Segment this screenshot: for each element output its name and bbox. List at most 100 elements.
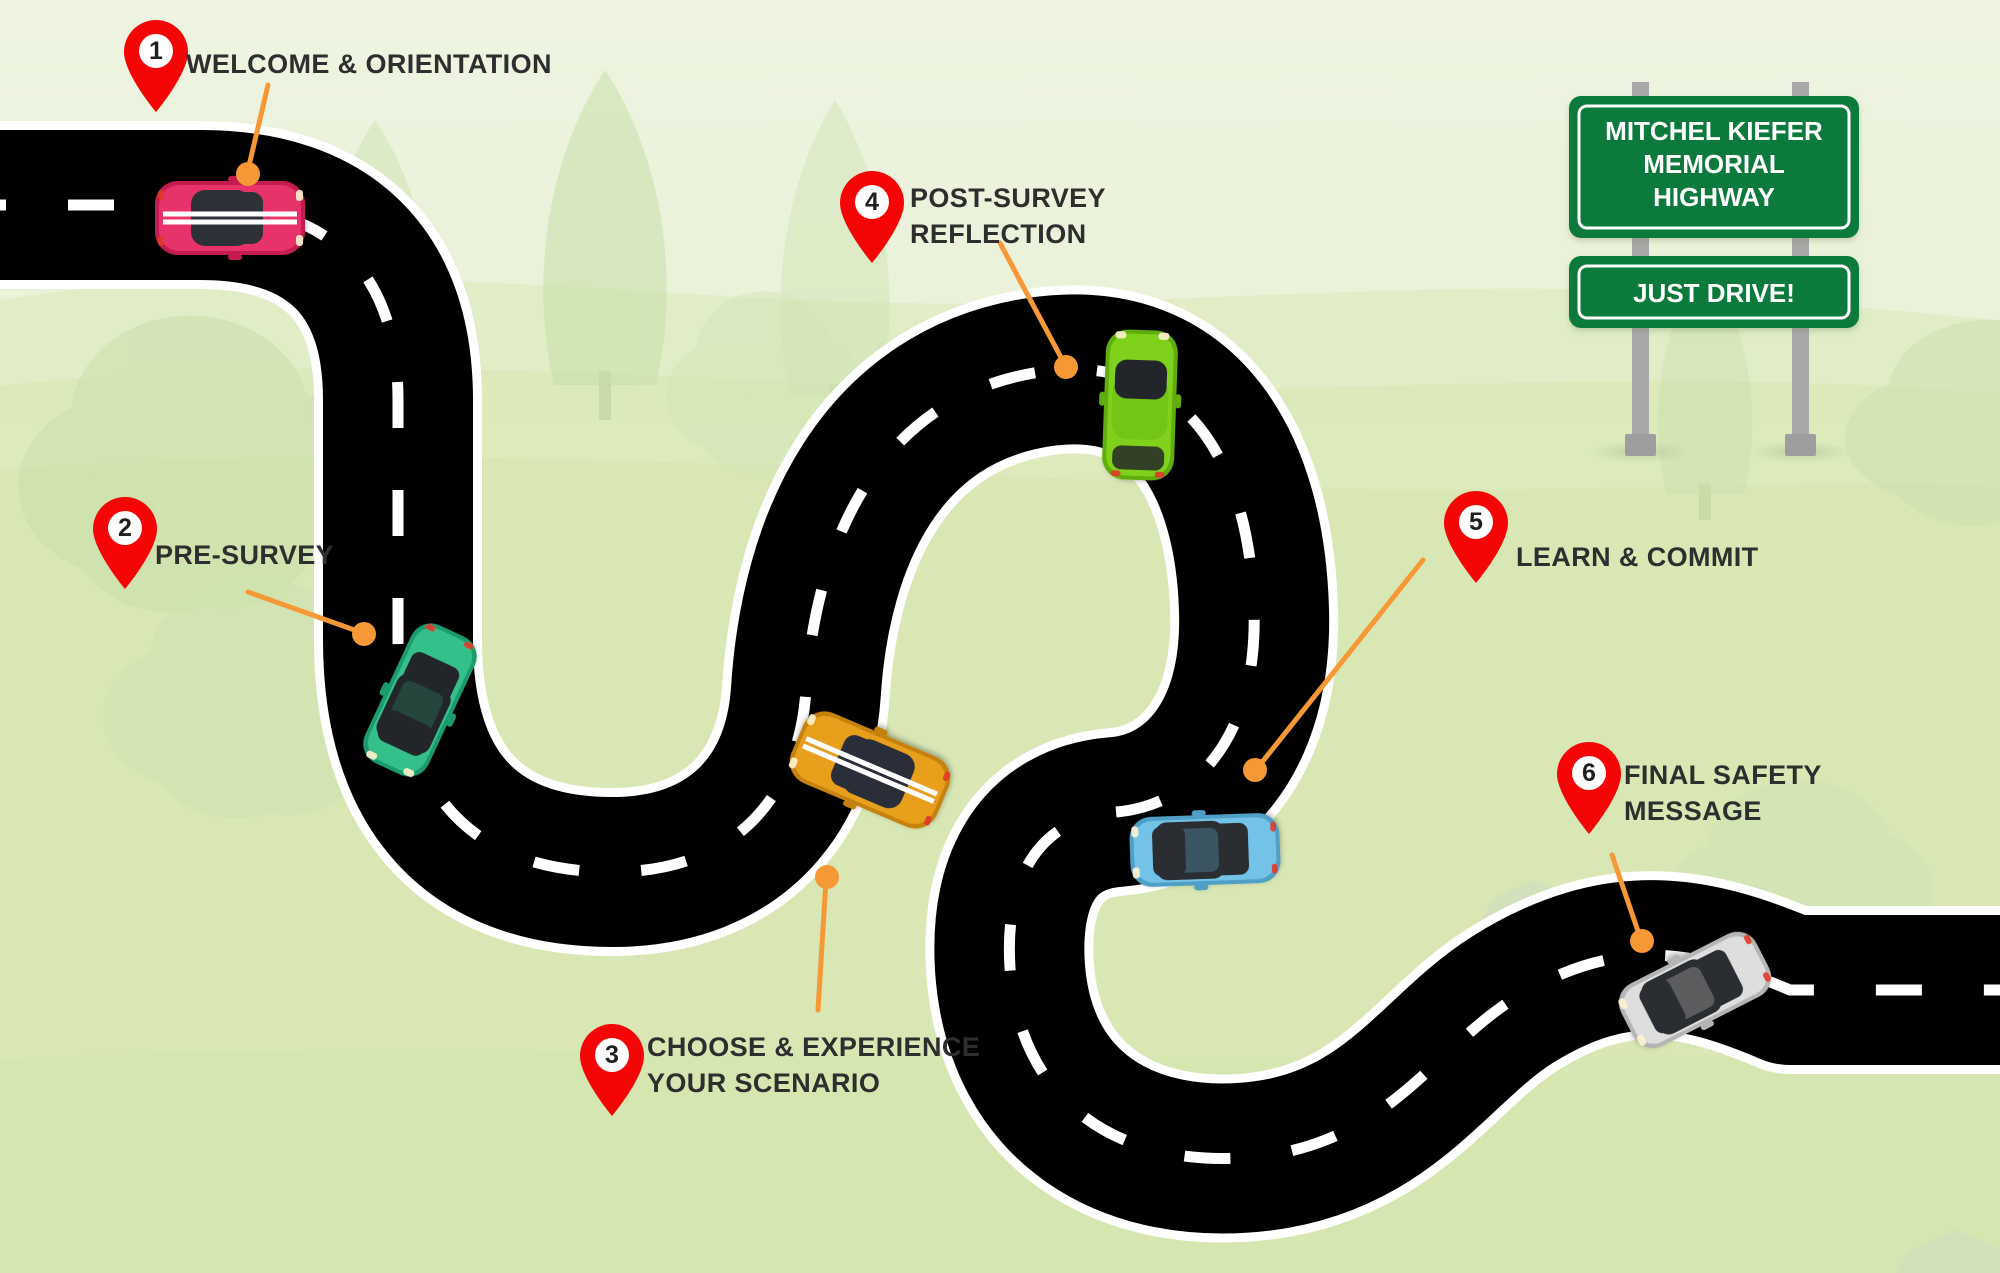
road-layer	[0, 121, 2000, 1243]
map-pin-final-safety-message[interactable]: 6	[1557, 742, 1621, 834]
map-pin-learn-and-commit[interactable]: 5	[1444, 491, 1508, 583]
highway-sign-assembly[interactable]: MITCHEL KIEFER MEMORIAL HIGHWAY JUST DRI…	[1569, 82, 1859, 463]
leader-lines-layer	[236, 82, 1654, 1013]
sign-post-base-left	[1625, 434, 1656, 456]
car-headlight-right	[366, 750, 378, 760]
car-stripe-lower	[805, 736, 938, 797]
leader-line	[1256, 557, 1426, 769]
car-headlight-right	[296, 235, 303, 246]
car-stripe-lower	[163, 219, 297, 225]
tree-cypress-b	[543, 70, 667, 420]
car-mint-sedan[interactable]	[352, 614, 489, 786]
map-pin-choose-and-experience-your-scenario[interactable]: 3	[580, 1024, 644, 1116]
car-mirror-right	[1667, 954, 1681, 965]
pin-number: 6	[1582, 759, 1596, 787]
leader-line	[815, 877, 829, 1013]
car-windshield	[1114, 359, 1168, 400]
car-mirror-left	[1700, 1020, 1714, 1031]
map-pin-pre-survey[interactable]: 2	[93, 497, 157, 589]
car-taillight-right	[425, 623, 436, 632]
car-lime-coupe[interactable]	[1096, 329, 1183, 482]
leader-dot	[1243, 758, 1267, 782]
car-stripe-upper	[163, 211, 297, 217]
car-taillight-left	[1271, 863, 1278, 874]
car-headlight-left	[1115, 331, 1127, 339]
leader-dot	[236, 162, 260, 186]
car-taillight-left	[1762, 972, 1771, 982]
leader-line	[245, 589, 363, 635]
pin-number: 1	[149, 37, 163, 65]
car-mirror-right	[1191, 810, 1206, 817]
sign-panel-secondary[interactable]: JUST DRIVE!	[1569, 256, 1859, 328]
step-label-welcome-and-orientation: WELCOME & ORIENTATION	[186, 49, 552, 79]
leader-choose-and-experience-your-scenario	[815, 865, 839, 1013]
car-rear-window	[830, 734, 875, 791]
car-taillight-left	[1110, 470, 1121, 477]
pin-inner-circle	[1572, 756, 1606, 790]
sign-primary-line-3: HIGHWAY	[1653, 182, 1775, 212]
car-mirror-right	[1175, 394, 1182, 409]
bush-mid	[666, 291, 864, 474]
car-taillight-left	[924, 815, 932, 826]
step-label-learn-and-commit: LEARN & COMMIT	[1516, 542, 1759, 572]
step-label-choose-and-experience-your-scenario: CHOOSE & EXPERIENCE YOUR SCENARIO	[647, 1032, 981, 1098]
car-rear-window	[1112, 445, 1165, 471]
car-silver-sedan[interactable]	[1609, 920, 1781, 1060]
leader-line	[1609, 852, 1643, 940]
car-headlight-left	[403, 768, 415, 778]
vehicles-layer	[155, 176, 1781, 1060]
car-blue-sedan[interactable]	[1129, 807, 1282, 892]
car-headlight-right	[1618, 998, 1628, 1010]
leader-post-survey-reflection	[997, 240, 1078, 379]
sign-secondary-line-1: JUST DRIVE!	[1633, 278, 1795, 308]
leader-line	[997, 240, 1067, 366]
car-headlight-right	[807, 714, 816, 726]
sign-post-base-right	[1785, 434, 1816, 456]
pin-number: 4	[865, 188, 879, 216]
bush-left-a	[18, 315, 362, 613]
car-stripe-upper	[802, 743, 935, 804]
car-mirror-left	[446, 713, 457, 727]
sign-primary-line-2: MEMORIAL	[1643, 149, 1785, 179]
car-mirror-left	[1099, 391, 1106, 406]
road-center-dashes	[0, 199, 2000, 1164]
car-mirror-right	[874, 726, 888, 736]
leader-dot	[352, 622, 376, 646]
car-orange-sports[interactable]	[780, 700, 959, 841]
rock-bottom	[1895, 1230, 2000, 1273]
car-taillight-left	[463, 641, 474, 650]
car-rear-window	[233, 192, 263, 244]
pin-inner-circle	[855, 185, 889, 219]
car-taillight-right	[1743, 934, 1752, 945]
pin-number: 3	[605, 1041, 619, 1069]
car-windshield	[377, 710, 432, 756]
pin-number: 2	[118, 514, 132, 542]
leader-dot	[1054, 355, 1078, 379]
pin-inner-circle	[108, 511, 142, 545]
car-headlight-left	[296, 190, 303, 201]
car-taillight-left	[158, 190, 164, 200]
leader-dot	[1630, 929, 1654, 953]
car-windshield	[1151, 826, 1187, 877]
car-mirror-left	[1194, 884, 1209, 891]
car-taillight-right	[1154, 471, 1165, 478]
step-label-pre-survey: PRE-SURVEY	[155, 540, 335, 570]
pin-inner-circle	[595, 1038, 629, 1072]
car-mirror-right	[228, 254, 242, 260]
leader-final-safety-message	[1609, 852, 1654, 953]
car-taillight-right	[942, 771, 951, 782]
car-mirror-left	[843, 800, 857, 810]
sign-panel-primary[interactable]: MITCHEL KIEFER MEMORIAL HIGHWAY	[1569, 96, 1859, 238]
pin-inner-circle	[139, 34, 173, 68]
map-pin-post-survey-reflection[interactable]: 4	[840, 171, 904, 263]
car-pink-sports[interactable]	[155, 176, 305, 260]
step-label-final-safety-message: FINAL SAFETY MESSAGE	[1624, 760, 1822, 826]
car-windshield	[1639, 979, 1686, 1034]
car-headlight-left	[1132, 867, 1140, 879]
car-taillight-right	[158, 236, 164, 246]
step-label-post-survey-reflection: POST-SURVEY REFLECTION	[910, 183, 1106, 249]
pin-inner-circle	[1459, 505, 1493, 539]
map-pin-welcome-and-orientation[interactable]: 1	[124, 20, 188, 112]
